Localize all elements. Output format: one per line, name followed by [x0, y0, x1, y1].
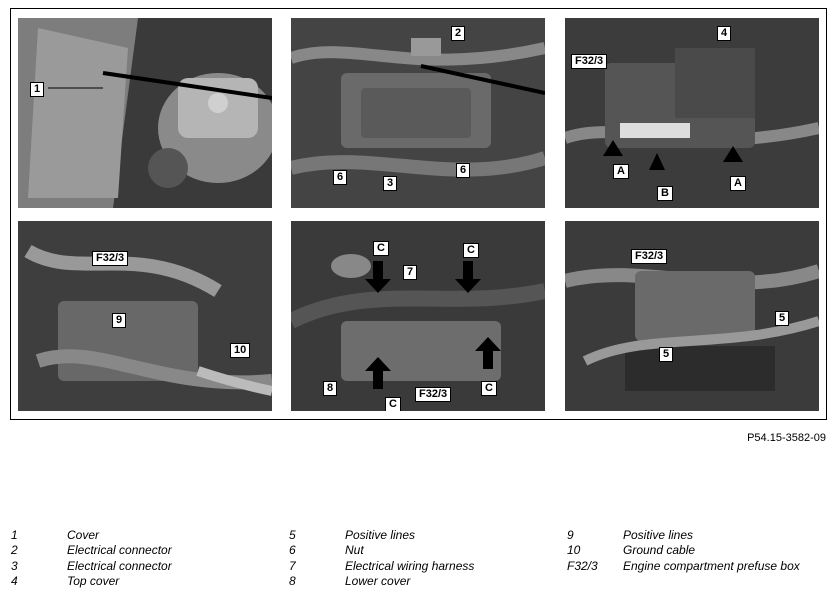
- photo-top-cover: F32/3 4 A B A: [565, 18, 819, 208]
- callout-label: 8: [323, 381, 338, 396]
- callout-label: 10: [230, 343, 251, 358]
- callout-label: 3: [383, 176, 398, 191]
- callout-label: 6: [333, 170, 348, 185]
- callout-label: F32/3: [631, 249, 668, 264]
- photo-engine-compartment: 1: [18, 18, 272, 208]
- callout-label: A: [730, 176, 746, 191]
- photo-positive-lines: F32/3 9 10: [18, 221, 272, 411]
- callout-label: 9: [112, 313, 127, 328]
- callout-label: A: [613, 164, 629, 179]
- figure-reference-code: P54.15-3582-09: [747, 432, 826, 444]
- photo-prefuse-cover: 2 6 3 6: [291, 18, 545, 208]
- callout-label: 1: [30, 82, 45, 97]
- callout-label: 2: [451, 26, 466, 41]
- callout-label: 7: [403, 265, 418, 280]
- callout-label: 5: [775, 311, 790, 326]
- callout-label: F32/3: [92, 251, 129, 266]
- callout-label: F32/3: [415, 387, 452, 402]
- callout-label: C: [481, 381, 497, 396]
- callout-label: F32/3: [571, 54, 608, 69]
- callout-label: 6: [456, 163, 471, 178]
- callout-label: C: [463, 243, 479, 258]
- photo-prefuse-removal: F32/3 5 5: [565, 221, 819, 411]
- callout-label: B: [657, 186, 673, 201]
- photo-wiring-harness: C 7 C 8 C F32/3 C: [291, 221, 545, 411]
- callout-label: 4: [717, 26, 732, 41]
- callout-label: C: [385, 397, 401, 411]
- callout-label: 5: [659, 347, 674, 362]
- callout-label: C: [373, 241, 389, 256]
